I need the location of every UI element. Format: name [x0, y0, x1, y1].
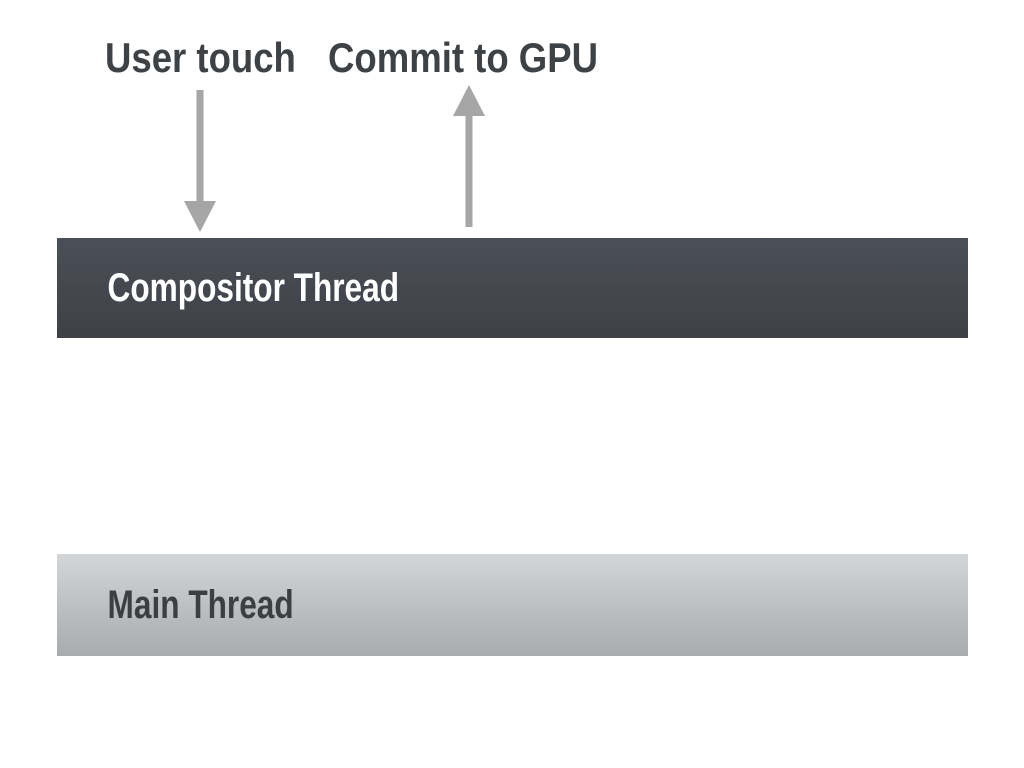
compositor-thread-label: Compositor Thread — [107, 265, 399, 310]
commit-to-gpu-label: Commit to GPU — [328, 34, 598, 81]
user-touch-label: User touch — [105, 34, 296, 81]
down-arrow-icon — [184, 90, 216, 232]
up-arrow-icon — [453, 85, 485, 227]
compositor-thread-bar: Compositor Thread — [57, 238, 968, 338]
main-thread-bar: Main Thread — [57, 554, 968, 656]
main-thread-label: Main Thread — [107, 582, 294, 627]
